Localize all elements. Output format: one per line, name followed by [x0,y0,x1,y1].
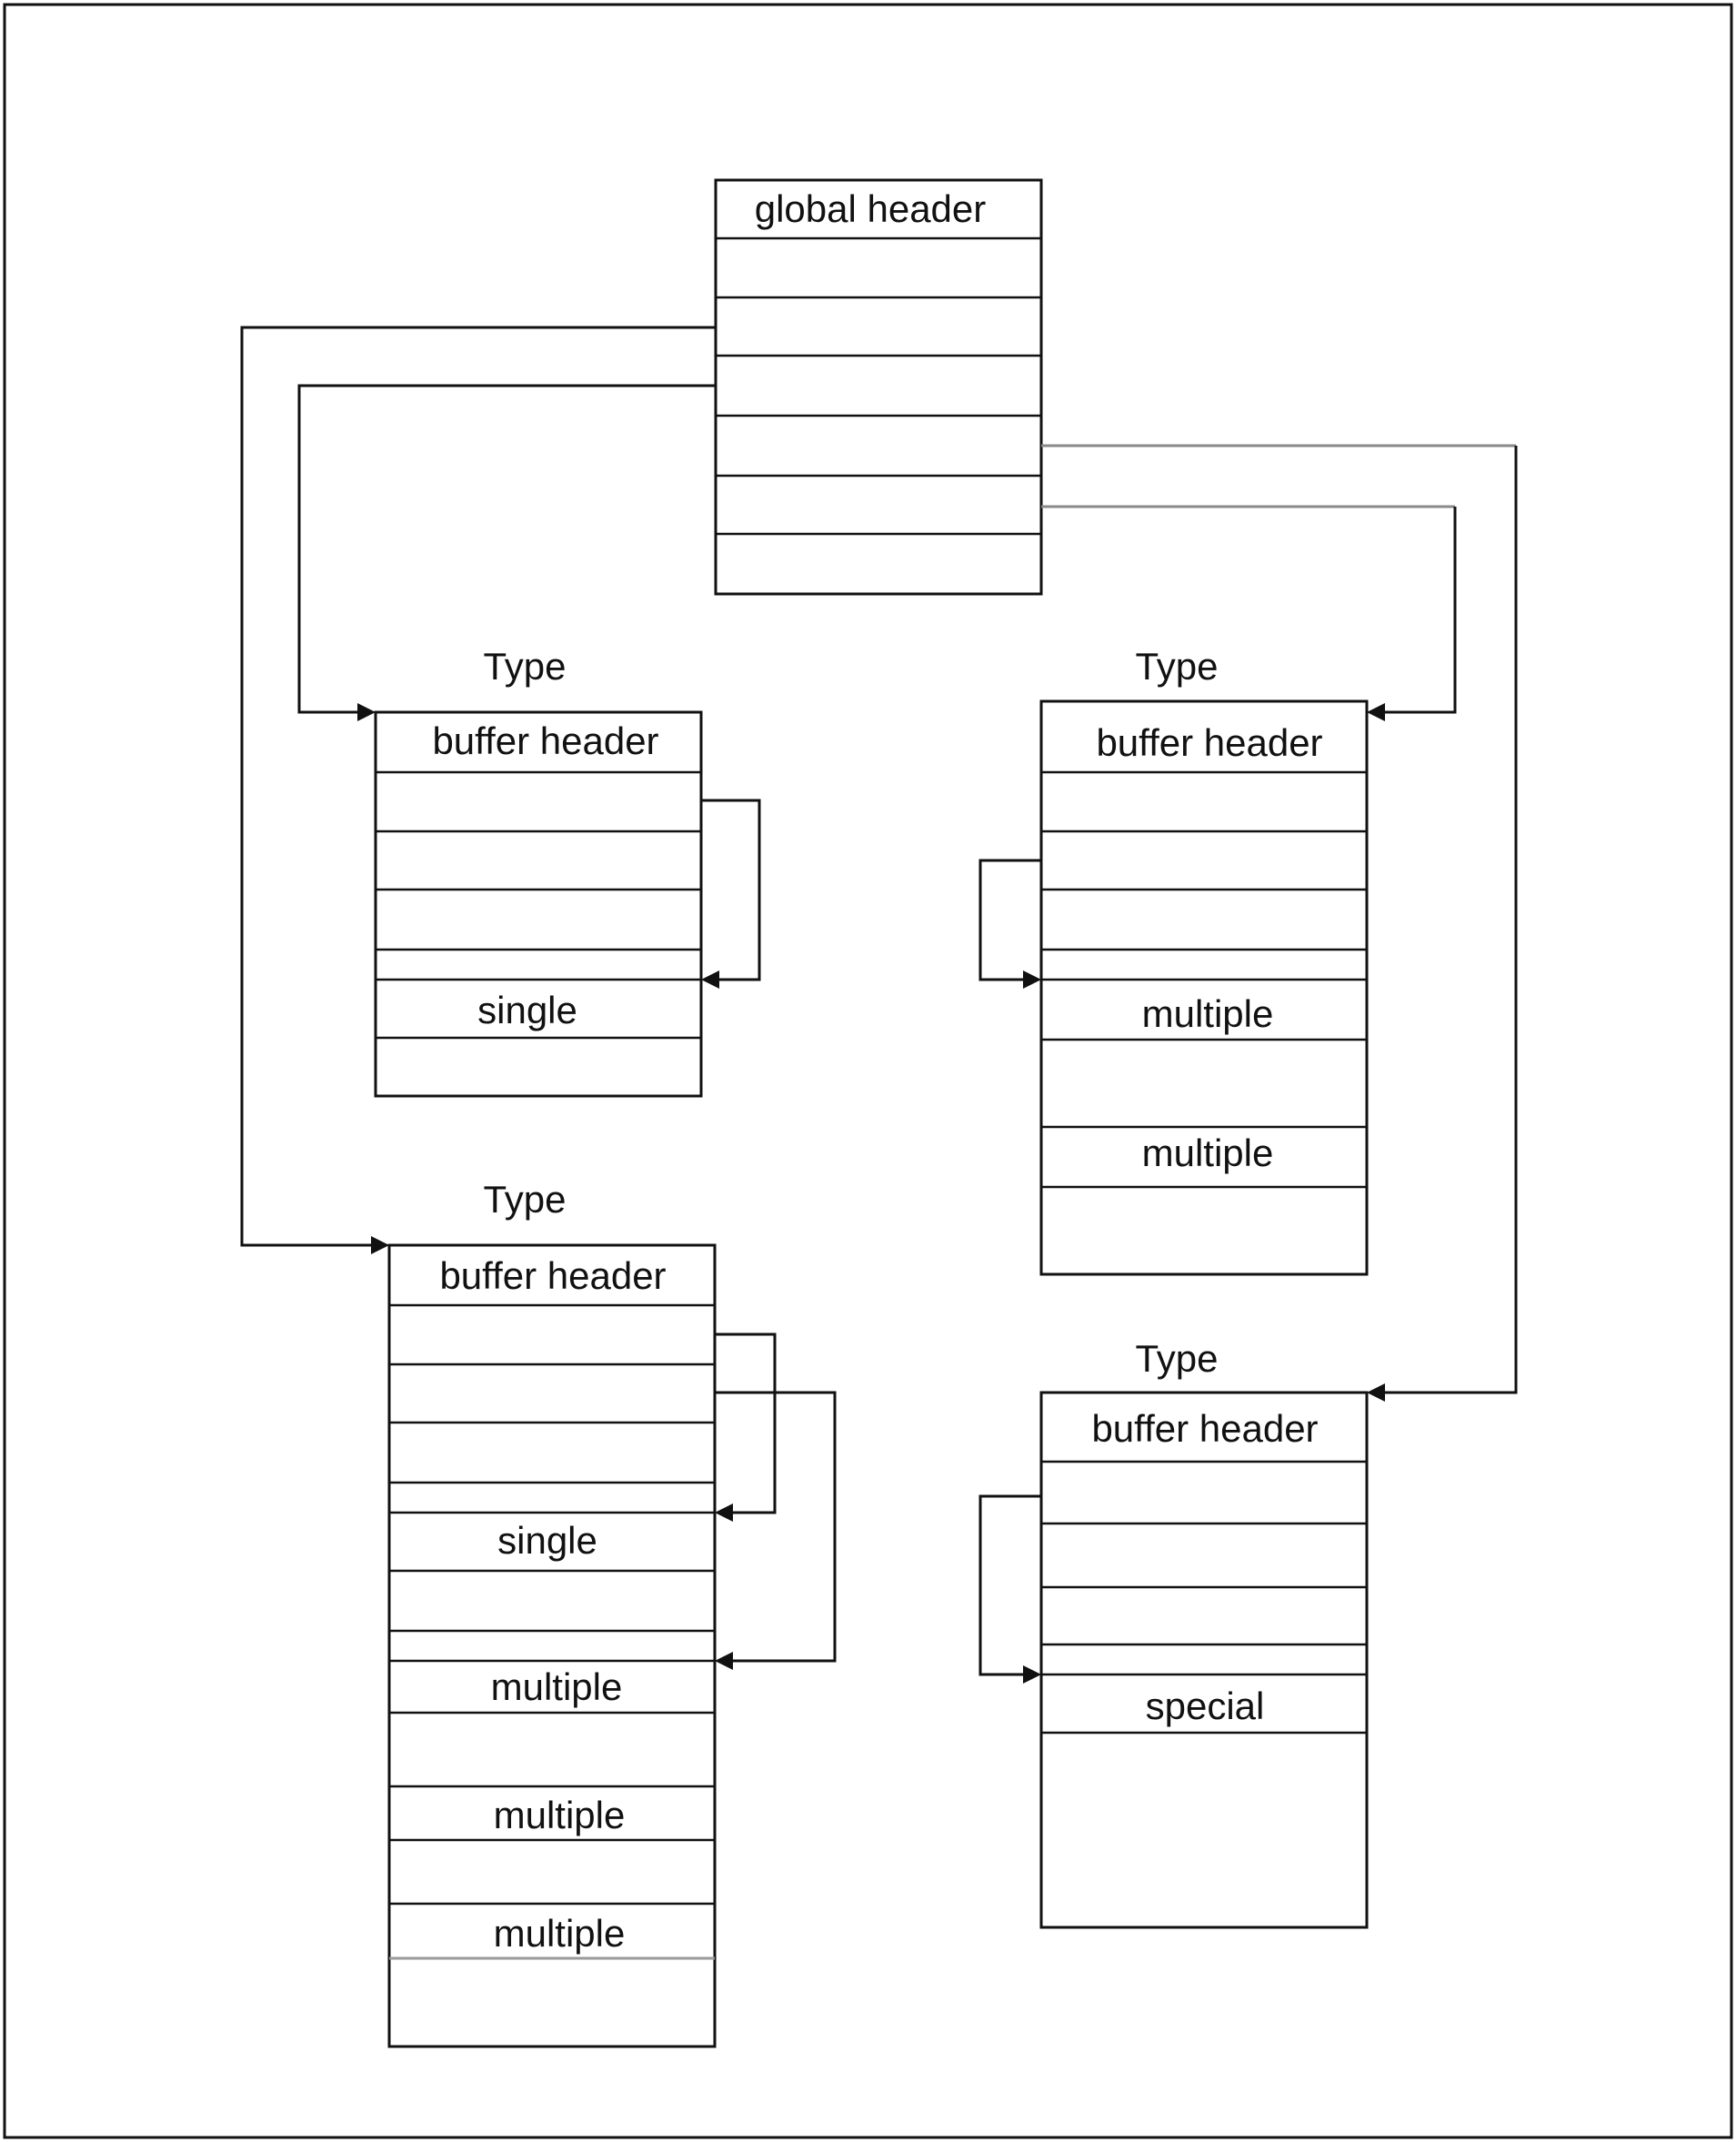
cell-multiple: multiple [1142,1131,1274,1174]
cell-single: single [497,1519,597,1562]
buffer-block-frame [1039,1391,1369,1929]
cell-multiple: multiple [1142,992,1274,1035]
buffer-block-mixed: Type buffer header single multiple multi… [387,1178,717,2048]
arrow-head [1023,1665,1041,1684]
buffer-header-label: buffer header [432,719,658,762]
arrow-head [371,1236,389,1254]
type-label: Type [483,645,566,688]
arrow-head [357,703,376,721]
global-header-label: global header [755,187,987,230]
arrow-head [1023,970,1041,989]
global-block-frame [714,178,1043,596]
connector-internal-multiple [715,1391,837,1663]
cell-multiple: multiple [494,1794,626,1836]
buffer-block-special: Type buffer header special [1039,1337,1369,1929]
buffer-header-label: buffer header [1091,1407,1318,1450]
connector-internal-multiple [978,859,1041,981]
type-label: Type [1135,645,1218,688]
connector-internal-single [701,799,761,981]
arrow-head [715,1503,733,1522]
buffer-block-frame [1039,699,1369,1276]
buffer-block-single: Type buffer header single [374,645,703,1098]
cell-multiple: multiple [491,1665,623,1708]
connector-global-to-special-path [1384,446,1518,1394]
buffer-block-multiple: Type buffer header multiple multiple [1039,645,1369,1276]
buffer-block-frame [374,710,703,1098]
arrow-head [1367,703,1385,721]
cell-single: single [477,989,577,1031]
connector-global-to-mixed [240,326,716,1247]
connector-internal-special [978,1494,1041,1676]
arrow-head [1367,1383,1385,1402]
arrow-head [701,970,719,989]
global-header-block: global header [714,178,1043,596]
type-label: Type [1135,1337,1218,1380]
buffer-header-label: buffer header [1096,721,1322,764]
connector-global-to-multiple-path [1384,507,1457,714]
buffer-block-frame [387,1243,717,2048]
connector-internal-single [715,1332,777,1514]
connector-global-to-single [297,384,716,714]
type-label: Type [483,1178,566,1221]
arrow-head [715,1652,733,1670]
cell-multiple: multiple [494,1912,626,1955]
cell-special: special [1146,1684,1265,1727]
page-frame [3,3,1733,2139]
buffer-header-label: buffer header [439,1254,666,1297]
